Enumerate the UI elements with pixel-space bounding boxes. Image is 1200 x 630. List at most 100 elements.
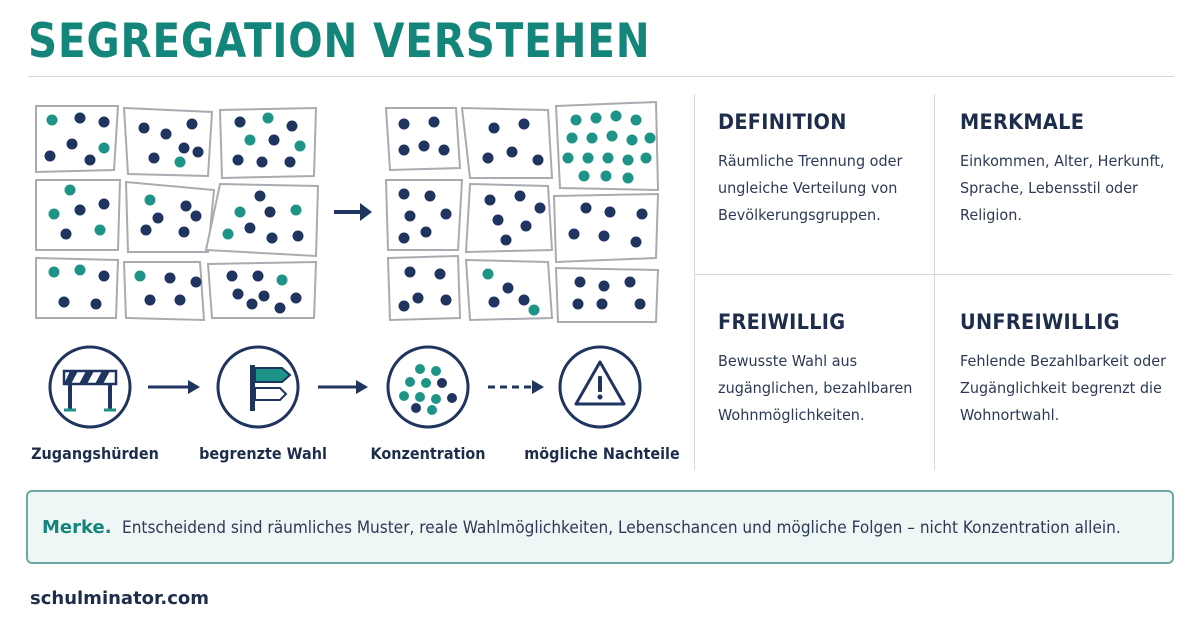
navy-dot xyxy=(292,230,304,242)
teal-dot xyxy=(46,114,58,126)
grid-divider xyxy=(934,94,935,470)
info-grid: DEFINITION Räumliche Trennung oder ungle… xyxy=(694,94,1172,470)
navy-dot xyxy=(520,220,532,232)
navy-dot xyxy=(252,270,264,282)
navy-dot xyxy=(624,276,636,288)
teal-dot xyxy=(622,154,634,166)
unfreiwillig-text: Fehlende Bezahlbarkeit oder Zugänglichke… xyxy=(960,352,1167,424)
navy-dot xyxy=(226,270,238,282)
navy-dot xyxy=(630,236,642,248)
navy-dot xyxy=(98,270,110,282)
navy-dot xyxy=(140,224,152,236)
unfreiwillig-card: UNFREIWILLIG Fehlende Bezahlbarkeit oder… xyxy=(960,310,1190,429)
navy-dot xyxy=(258,290,270,302)
navy-dot xyxy=(60,228,72,240)
navy-dot xyxy=(284,156,296,168)
merkmale-text: Einkommen, Alter, Herkunft, Sprache, Leb… xyxy=(960,152,1165,224)
process-flow xyxy=(48,345,642,429)
navy-dot xyxy=(398,232,410,244)
teal-dot xyxy=(415,392,425,402)
navy-dot xyxy=(232,154,244,166)
navy-dot xyxy=(598,230,610,242)
navy-dot xyxy=(268,134,280,146)
teal-dot xyxy=(48,266,60,278)
navy-dot xyxy=(58,296,70,308)
teal-dot xyxy=(427,405,437,415)
teal-dot xyxy=(590,112,602,124)
teal-dot xyxy=(222,228,234,240)
navy-dot xyxy=(518,118,530,130)
navy-dot xyxy=(180,200,192,212)
teal-dot xyxy=(562,152,574,164)
navy-dot xyxy=(98,116,110,128)
segregated-neighbourhood-grid xyxy=(384,100,660,323)
navy-dot xyxy=(290,292,302,304)
navy-dot xyxy=(84,154,96,166)
navy-dot xyxy=(274,302,286,314)
navy-dot xyxy=(186,118,198,130)
navy-dot xyxy=(244,222,256,234)
navy-dot xyxy=(532,154,544,166)
teal-dot xyxy=(606,130,618,142)
navy-dot xyxy=(428,116,440,128)
dot-cluster-icon xyxy=(386,345,470,429)
neighbourhood-block xyxy=(460,106,554,179)
neighbourhood-block xyxy=(206,260,318,319)
navy-dot xyxy=(44,150,56,162)
neighbourhood-block xyxy=(122,106,214,178)
navy-dot xyxy=(404,266,416,278)
teal-dot xyxy=(640,152,652,164)
title-divider xyxy=(28,76,1174,77)
navy-dot xyxy=(574,276,586,288)
segregation-grid-diagram xyxy=(35,100,660,323)
navy-dot xyxy=(411,403,421,413)
mixed-neighbourhood-grid xyxy=(35,105,320,322)
teal-dot xyxy=(48,208,60,220)
navy-dot xyxy=(500,234,512,246)
teal-dot xyxy=(262,112,274,124)
navy-dot xyxy=(90,298,102,310)
navy-dot xyxy=(286,120,298,132)
freiwillig-card: FREIWILLIG Bewusste Wahl aus zugängliche… xyxy=(718,310,948,429)
teal-dot xyxy=(586,132,598,144)
navy-dot xyxy=(596,298,608,310)
navy-dot xyxy=(482,152,494,164)
neighbourhood-block xyxy=(122,261,206,322)
freiwillig-text: Bewusste Wahl aus zugänglichen, bezahlba… xyxy=(718,352,913,424)
teal-dot xyxy=(610,110,622,122)
freiwillig-heading: FREIWILLIG xyxy=(718,310,846,334)
definition-card: DEFINITION Räumliche Trennung oder ungle… xyxy=(718,110,948,229)
arrow-right-icon xyxy=(148,380,200,394)
flow-label-limited-choice: begrenzte Wahl xyxy=(199,444,327,463)
merke-text: Entscheidend sind räumliches Muster, rea… xyxy=(121,517,1121,537)
definition-heading: DEFINITION xyxy=(718,110,847,134)
navy-dot xyxy=(492,214,504,226)
navy-dot xyxy=(246,298,258,310)
teal-dot xyxy=(582,152,594,164)
signpost-icon xyxy=(216,345,300,429)
navy-dot xyxy=(178,142,190,154)
teal-dot xyxy=(64,184,76,196)
merke-label: Merke. xyxy=(42,516,112,538)
navy-dot xyxy=(518,294,530,306)
navy-dot xyxy=(266,232,278,244)
teal-dot xyxy=(290,204,302,216)
navy-dot xyxy=(502,282,514,294)
teal-dot xyxy=(174,156,186,168)
teal-dot xyxy=(482,268,494,280)
navy-dot xyxy=(398,118,410,130)
grid-divider xyxy=(694,94,695,470)
navy-dot xyxy=(634,298,646,310)
navy-dot xyxy=(568,228,580,240)
warning-icon xyxy=(558,345,642,429)
teal-dot xyxy=(566,132,578,144)
definition-text: Räumliche Trennung oder ungleiche Vertei… xyxy=(718,152,903,224)
navy-dot xyxy=(572,298,584,310)
merkmale-card: MERKMALE Einkommen, Alter, Herkunft, Spr… xyxy=(960,110,1190,229)
navy-dot xyxy=(506,146,518,158)
teal-dot xyxy=(528,304,540,316)
navy-dot xyxy=(256,156,268,168)
navy-dot xyxy=(148,152,160,164)
grid-divider xyxy=(694,274,1172,275)
teal-dot xyxy=(622,172,634,184)
